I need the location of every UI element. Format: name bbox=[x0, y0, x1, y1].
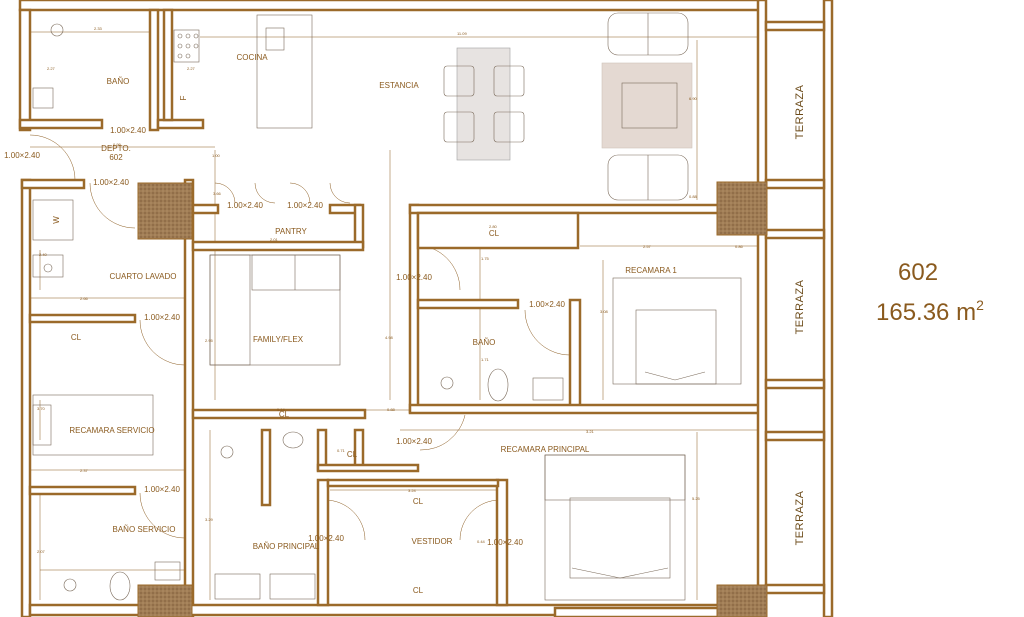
door-size-label: 1.00×2.40 bbox=[287, 201, 323, 210]
room-label-cuarto-lavado: CUARTO LAVADO bbox=[110, 272, 177, 281]
dimension-value: 3.70 bbox=[37, 406, 46, 411]
room-label-estancia: ESTANCIA bbox=[379, 81, 419, 90]
room-label-depto-num: 602 bbox=[109, 153, 123, 162]
columns bbox=[137, 181, 768, 617]
dimension-value: 0.71 bbox=[337, 448, 346, 453]
dimension-value: 0.99 bbox=[113, 142, 122, 147]
room-label-bano-principal: BAÑO PRINCIPAL bbox=[253, 542, 320, 551]
fridge-label: F bbox=[179, 95, 188, 100]
walls bbox=[18, 0, 834, 617]
dimension-value: 5.14 bbox=[277, 407, 286, 412]
room-label-family-flex: FAMILY/FLEX bbox=[253, 335, 304, 344]
dimension-value: 0.86 bbox=[735, 244, 744, 249]
closet-label: CL bbox=[347, 450, 358, 459]
dimension-value: 2.27 bbox=[47, 66, 56, 71]
dimension-value: 3.29 bbox=[205, 517, 214, 522]
door-size-label: 1.00×2.40 bbox=[144, 485, 180, 494]
closet-label: CL bbox=[71, 333, 82, 342]
terraza-label: TERRAZA bbox=[794, 84, 806, 139]
door-size-label: 1.00×2.40 bbox=[93, 178, 129, 187]
door-size-label: 1.00×2.40 bbox=[110, 126, 146, 135]
dimension-lines bbox=[30, 31, 760, 600]
closet-label: CL bbox=[489, 229, 500, 238]
room-label-depto: DEPTO. bbox=[101, 144, 131, 153]
room-label-cocina: COCINA bbox=[236, 53, 268, 62]
door-size-label: 1.00×2.40 bbox=[487, 538, 523, 547]
room-label-bano-2: BAÑO bbox=[473, 338, 496, 347]
door-size-label: 1.00×2.40 bbox=[529, 300, 565, 309]
dimension-value: 11.09 bbox=[457, 31, 467, 36]
dimension-value: 2.95 bbox=[205, 338, 214, 343]
closet-label: CL bbox=[413, 586, 424, 595]
room-label-recamara-principal: RECAMARA PRINCIPAL bbox=[501, 445, 590, 454]
dimension-value: 1.00 bbox=[212, 153, 221, 158]
terraza-label: TERRAZA bbox=[794, 279, 806, 334]
unit-info: 602 165.36 m2 bbox=[876, 258, 984, 326]
dimension-value: 2.07 bbox=[37, 549, 46, 554]
door-size-label: 1.00×2.40 bbox=[4, 151, 40, 160]
dimension-value: 1.75 bbox=[481, 256, 490, 261]
room-label-vestidor: VESTIDOR bbox=[412, 537, 453, 546]
dimension-value: 0.44 bbox=[477, 539, 486, 544]
unit-area-superscript: 2 bbox=[976, 297, 984, 313]
dimension-value: 2.40 bbox=[39, 252, 48, 257]
washer-label: W bbox=[52, 216, 61, 224]
dimension-value: 0.88 bbox=[689, 194, 698, 199]
room-label-bano-servicio: BAÑO SERVICIO bbox=[113, 525, 176, 534]
door-size-label: 1.00×2.40 bbox=[227, 201, 263, 210]
door-size-label: 1.00×2.40 bbox=[144, 313, 180, 322]
room-label-bano: BAÑO bbox=[107, 77, 130, 86]
dimension-value: 2.80 bbox=[489, 224, 498, 229]
dimension-value: 2.37 bbox=[80, 468, 89, 473]
dimension-value: 3.21 bbox=[586, 429, 595, 434]
dimension-value: 4.98 bbox=[385, 335, 394, 340]
unit-area: 165.36 m2 bbox=[876, 290, 984, 328]
unit-number: 602 bbox=[898, 259, 939, 286]
room-label-pantry: PANTRY bbox=[275, 227, 307, 236]
dimension-value: 3.66 bbox=[213, 191, 222, 196]
door-size-label: 1.00×2.40 bbox=[308, 534, 344, 543]
closet-label: CL bbox=[279, 410, 290, 419]
door-size-label: 1.00×2.40 bbox=[396, 437, 432, 446]
dimension-value: 2.57 bbox=[643, 244, 652, 249]
dimension-value: 3.24 bbox=[408, 488, 417, 493]
room-label-recamara-1: RECAMARA 1 bbox=[625, 266, 677, 275]
unit-area-value: 165.36 m bbox=[876, 299, 977, 326]
dimension-value: 0.88 bbox=[387, 407, 396, 412]
dimension-value: 2.33 bbox=[94, 26, 103, 31]
door-size-label: 1.00×2.40 bbox=[396, 273, 432, 282]
dimension-value: 3.08 bbox=[600, 309, 609, 314]
dimension-value: 2.27 bbox=[187, 66, 196, 71]
room-label-recamara-servicio: RECAMARA SERVICIO bbox=[69, 426, 154, 435]
furniture bbox=[32, 12, 742, 601]
dimension-value: 6.90 bbox=[689, 96, 698, 101]
dimension-value: 2.66 bbox=[80, 296, 89, 301]
terraza-label: TERRAZA bbox=[794, 490, 806, 545]
dimension-value: 1.71 bbox=[481, 357, 490, 362]
dimension-value: 2.01 bbox=[270, 237, 279, 242]
closet-label: CL bbox=[413, 497, 424, 506]
dimension-value: 5.25 bbox=[692, 496, 701, 501]
